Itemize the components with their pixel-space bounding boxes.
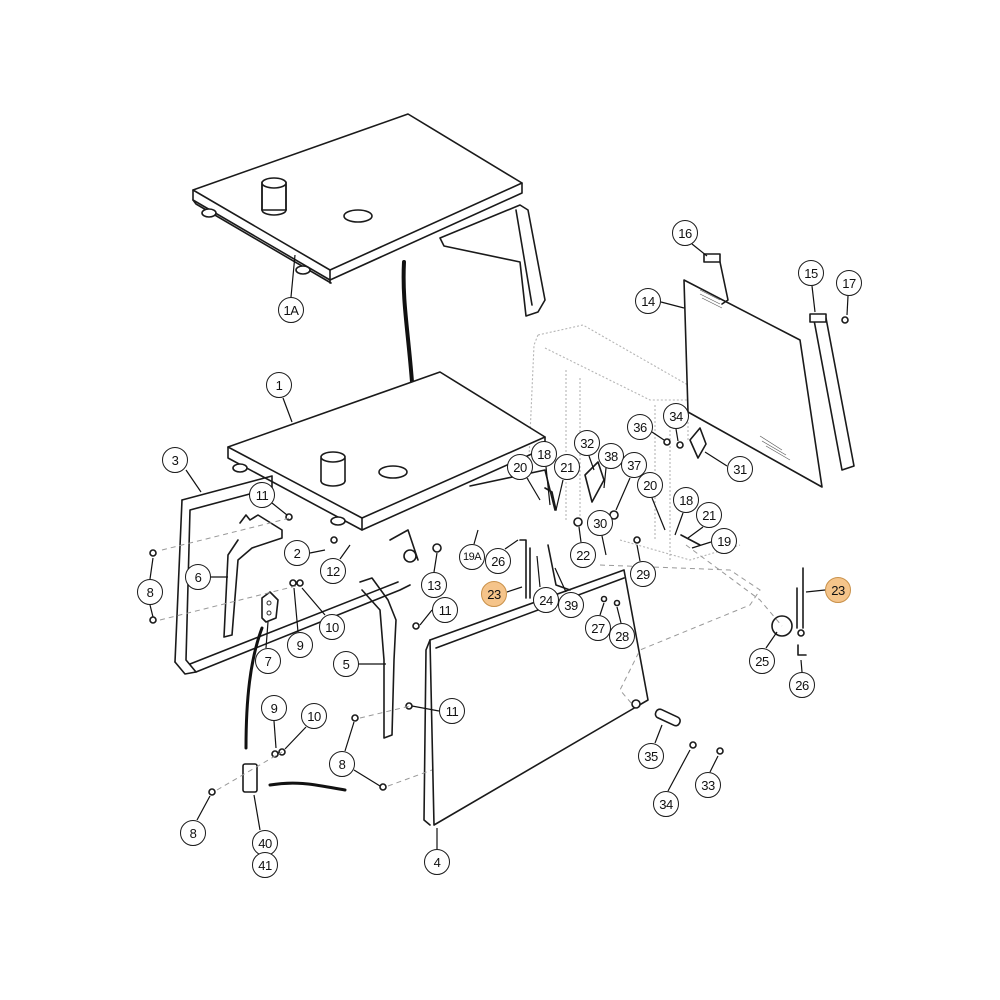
callout-part-26[interactable]: 26: [485, 548, 511, 574]
callout-part-14[interactable]: 14: [635, 288, 661, 314]
callout-part-8[interactable]: 8: [329, 751, 355, 777]
callout-part-1[interactable]: 1: [266, 372, 292, 398]
callout-part-23[interactable]: 23: [481, 581, 507, 607]
plate-7: [261, 591, 279, 623]
callout-part-19a[interactable]: 19A: [459, 544, 485, 570]
callout-part-41[interactable]: 41: [252, 852, 278, 878]
callout-part-30[interactable]: 30: [587, 510, 613, 536]
callout-part-31[interactable]: 31: [727, 456, 753, 482]
callout-part-9[interactable]: 9: [261, 695, 287, 721]
callout-part-20[interactable]: 20: [637, 472, 663, 498]
bracket-6: [223, 514, 283, 638]
callout-part-10[interactable]: 10: [319, 614, 345, 640]
grille-panel-14: [683, 279, 823, 488]
callout-part-18[interactable]: 18: [673, 487, 699, 513]
callout-part-21[interactable]: 21: [554, 454, 580, 480]
callout-part-20[interactable]: 20: [507, 454, 533, 480]
callout-part-8[interactable]: 8: [137, 579, 163, 605]
callout-part-27[interactable]: 27: [585, 615, 611, 641]
callout-part-37[interactable]: 37: [621, 452, 647, 478]
callout-part-13[interactable]: 13: [421, 572, 447, 598]
replacement-arrow: [401, 260, 414, 384]
callout-part-11[interactable]: 11: [439, 698, 465, 724]
callout-part-29[interactable]: 29: [630, 561, 656, 587]
link-18: [544, 487, 557, 511]
callout-part-8[interactable]: 8: [180, 820, 206, 846]
callout-part-6[interactable]: 6: [185, 564, 211, 590]
callout-part-7[interactable]: 7: [255, 648, 281, 674]
callout-part-40[interactable]: 40: [252, 830, 278, 856]
callout-part-10[interactable]: 10: [301, 703, 327, 729]
callout-part-21[interactable]: 21: [696, 502, 722, 528]
callout-part-24[interactable]: 24: [533, 587, 559, 613]
callout-part-16[interactable]: 16: [672, 220, 698, 246]
rail-15: [809, 313, 855, 471]
platform-1: [227, 371, 556, 563]
callout-part-15[interactable]: 15: [798, 260, 824, 286]
callout-part-2[interactable]: 2: [284, 540, 310, 566]
callout-part-39[interactable]: 39: [558, 592, 584, 618]
callout-part-35[interactable]: 35: [638, 743, 664, 769]
leader-lines: [149, 243, 849, 849]
callout-part-1a[interactable]: 1A: [278, 297, 304, 323]
platform-1a: [192, 113, 546, 317]
latch-31: [689, 427, 707, 459]
callout-part-32[interactable]: 32: [574, 430, 600, 456]
sleeve-35: [654, 708, 681, 727]
clip-25: [771, 615, 793, 637]
callout-part-34[interactable]: 34: [653, 791, 679, 817]
callout-part-33[interactable]: 33: [695, 772, 721, 798]
callout-part-34[interactable]: 34: [663, 403, 689, 429]
plate-40-41: [242, 763, 258, 793]
callout-part-36[interactable]: 36: [627, 414, 653, 440]
callout-part-3[interactable]: 3: [162, 447, 188, 473]
callout-part-38[interactable]: 38: [598, 443, 624, 469]
callout-part-11[interactable]: 11: [249, 482, 275, 508]
callout-part-12[interactable]: 12: [320, 558, 346, 584]
linkage-phantom: [159, 517, 783, 792]
callout-part-22[interactable]: 22: [570, 542, 596, 568]
callout-part-28[interactable]: 28: [609, 623, 635, 649]
callout-part-4[interactable]: 4: [424, 849, 450, 875]
callout-part-9[interactable]: 9: [287, 632, 313, 658]
callout-part-5[interactable]: 5: [333, 651, 359, 677]
hardware: [149, 316, 849, 796]
callout-part-11[interactable]: 11: [432, 597, 458, 623]
callout-part-19[interactable]: 19: [711, 528, 737, 554]
rail-16: [703, 253, 729, 305]
callout-part-17[interactable]: 17: [836, 270, 862, 296]
callout-part-26[interactable]: 26: [789, 672, 815, 698]
callout-part-23[interactable]: 23: [825, 577, 851, 603]
bracket-5: [359, 577, 397, 739]
latch-32: [584, 461, 605, 503]
callout-part-25[interactable]: 25: [749, 648, 775, 674]
callout-part-18[interactable]: 18: [531, 441, 557, 467]
